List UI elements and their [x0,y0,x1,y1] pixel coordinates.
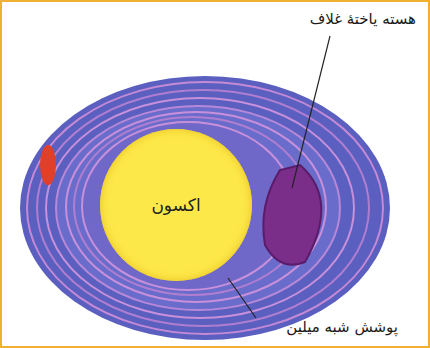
axon-label: اکسون [151,195,200,215]
part-label: هسته یاختهٔ غلاف [310,10,416,28]
axon-circle: اکسون [100,129,252,281]
part-label: پوشش شبه میلین [286,318,398,336]
